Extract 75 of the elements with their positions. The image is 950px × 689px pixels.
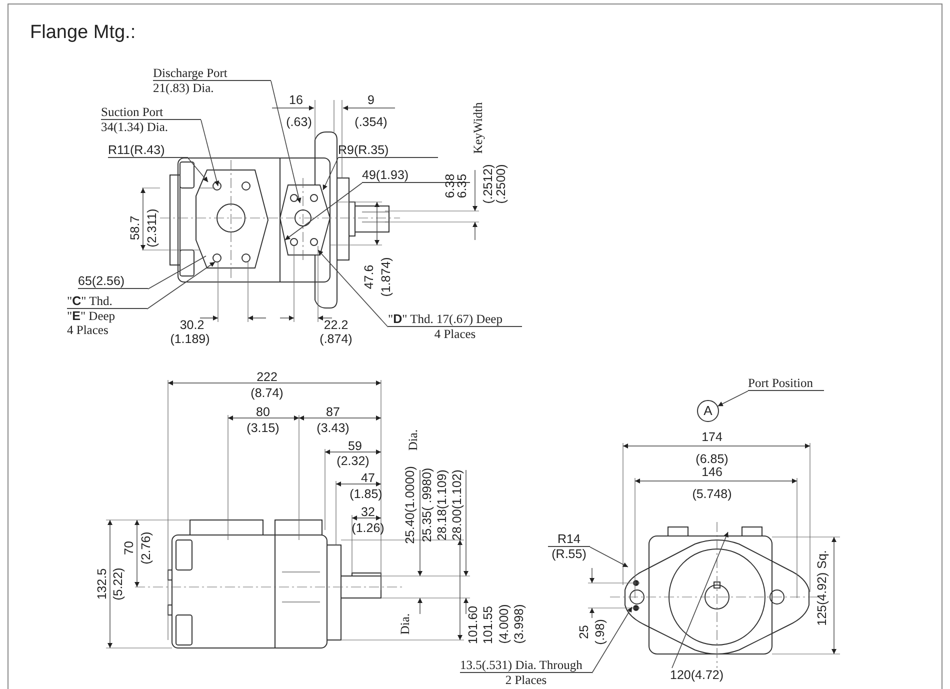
- dimension-text: (.874): [320, 332, 352, 346]
- dimension-text: 28.00(1.102): [450, 470, 464, 540]
- leader-line: [318, 250, 388, 328]
- dimension-text: 32: [361, 505, 375, 519]
- callout-label: 120(4.72): [670, 668, 732, 682]
- leader-line: [284, 182, 362, 240]
- dimension-text: (2.76): [139, 532, 153, 564]
- dimension-text: 174: [702, 430, 722, 444]
- dimension-text: 28.18(1.109): [435, 470, 449, 540]
- dimension-text: 101.55: [481, 606, 495, 644]
- dimension-text: (4.000): [497, 604, 511, 644]
- dimension-text: Dia.: [398, 613, 412, 635]
- dimension-text: 16: [289, 93, 303, 107]
- leader-line: [146, 262, 216, 310]
- dimension-text: 25.40(1.0000): [403, 466, 417, 544]
- callout-label: R9(R.35): [338, 143, 438, 158]
- dimension-text: (.98): [593, 619, 607, 645]
- dimension-text: 87: [326, 405, 340, 419]
- callout-label: Suction Port 34(1.34) Dia.: [101, 105, 201, 134]
- dimension-text: 6.35: [455, 174, 469, 198]
- dimension-text: (1.85): [350, 487, 382, 501]
- dimension-text: (2.32): [336, 454, 370, 468]
- dimension-text: (3.15): [246, 421, 280, 435]
- leader-line: [590, 546, 628, 568]
- dimension-text: 25.35( .9980): [420, 468, 434, 542]
- dimension-text: (.2500): [494, 164, 508, 204]
- dimension-text: 222: [256, 370, 278, 384]
- dimension-text: (1.26): [352, 521, 384, 535]
- callout-label: Discharge Port 21(.83) Dia.: [153, 66, 271, 95]
- dimension-text: 30.2: [180, 318, 204, 332]
- dimension-text: (5.748): [692, 487, 732, 501]
- callout-label: Port Position: [748, 376, 824, 391]
- leader-line: [717, 390, 748, 406]
- dimension-text: (3.998): [512, 604, 526, 644]
- dimension-text: (.2512): [481, 164, 495, 204]
- callout-label: R11(R.43): [108, 143, 188, 158]
- leader-line: [672, 532, 728, 668]
- callout-label: 13.5(.531) Dia. Through 2 Places: [460, 658, 592, 687]
- leader-line: [200, 120, 220, 186]
- dimension-text: (.63): [286, 115, 312, 129]
- dimension-text: 6.38: [443, 174, 457, 198]
- dimension-text: (1.189): [170, 332, 210, 346]
- callout-label: "C" Thd. "E" Deep 4 Places: [67, 294, 147, 337]
- leader-line: [270, 80, 302, 204]
- dimension-text: 58.7: [128, 216, 142, 240]
- dimension-text: (6.85): [696, 452, 728, 466]
- callout-label: R14 (R.55): [548, 532, 590, 561]
- dimension-text: 125(4.92) Sq.: [815, 550, 829, 626]
- dimension-text: 59: [348, 439, 362, 453]
- callout-circle: A: [697, 400, 719, 422]
- dimension-text: 9: [368, 93, 374, 107]
- dimension-text: Dia.: [406, 429, 420, 451]
- dimension-text: 70: [122, 541, 136, 555]
- leader-line: [592, 606, 632, 674]
- dimension-text: 47: [361, 471, 375, 485]
- callout-label: 65(2.56): [78, 274, 148, 289]
- dimension-text: (5.22): [111, 568, 125, 600]
- dimension-text: 22.2: [324, 318, 348, 332]
- dimension-text: 80: [256, 405, 270, 419]
- dimension-text: 25: [577, 625, 591, 639]
- dimension-text: (2.311): [145, 208, 159, 248]
- dimension-text: 101.60: [466, 606, 480, 644]
- dimension-text: 47.6: [362, 264, 376, 290]
- dimension-text: (3.43): [316, 421, 350, 435]
- leader-line: [148, 256, 206, 290]
- dimension-text: (1.874): [379, 257, 393, 297]
- title: Flange Mtg.:: [30, 22, 136, 44]
- dimension-text: KeyWidth: [471, 102, 485, 154]
- dimension-text: 146: [702, 465, 722, 479]
- dimension-text: (.354): [354, 115, 388, 129]
- leader-line: [322, 158, 338, 190]
- callout-label: "D" Thd. 17(.67) Deep 4 Places: [388, 312, 522, 341]
- dimension-text: 132.5: [95, 568, 109, 600]
- leader-line: [188, 158, 208, 182]
- dimension-text: (8.74): [250, 386, 284, 400]
